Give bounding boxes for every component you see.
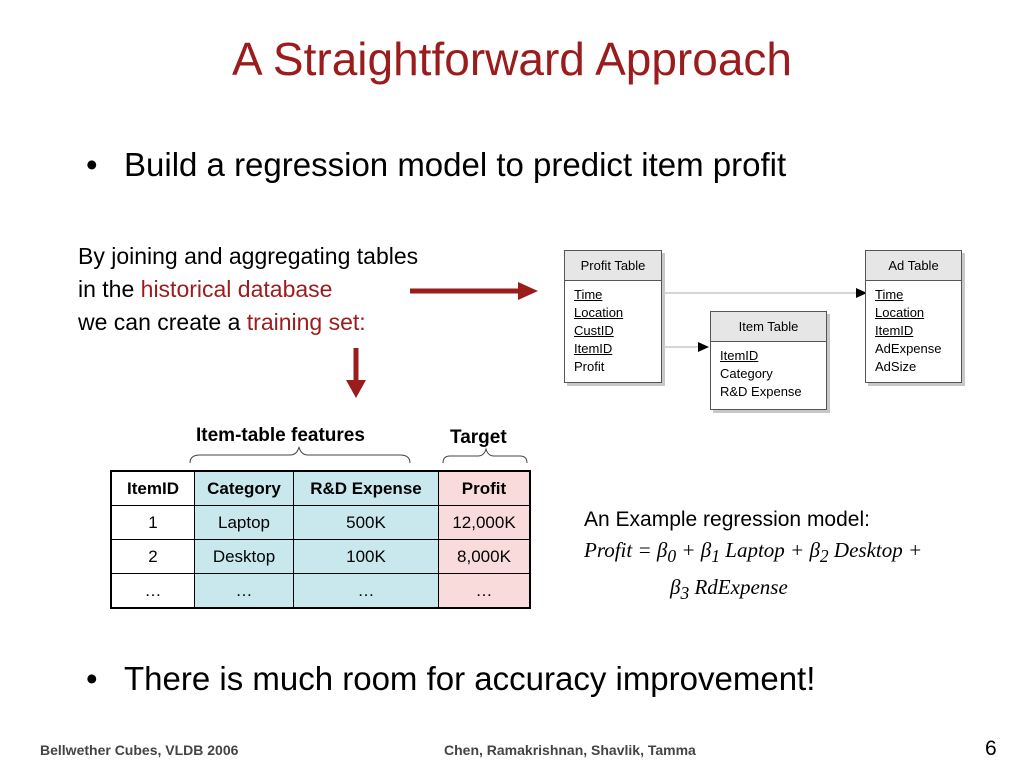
- ad-field-location: Location: [875, 305, 925, 320]
- table-cell: Desktop: [194, 539, 294, 574]
- ad-field-time: Time: [875, 287, 904, 302]
- eq-plus: +: [784, 538, 810, 562]
- eq-beta-0: β: [656, 538, 668, 562]
- features-label: Item-table features: [196, 425, 365, 446]
- table-cell: …: [293, 573, 439, 609]
- ad-field-adexpense: AdExpense: [875, 341, 942, 356]
- table-cell: 12,000K: [438, 505, 531, 540]
- table-cell: 2: [110, 539, 195, 574]
- model-equation-line-2: β3 RdExpense: [584, 572, 922, 609]
- features-brace: [189, 446, 411, 464]
- profit-field-custid: CustID: [574, 323, 614, 338]
- intro-line-2: in the historical database: [78, 273, 418, 306]
- target-label: Target: [450, 427, 507, 448]
- eq-sub-3: 3: [680, 583, 690, 604]
- table-cell: Laptop: [194, 505, 294, 540]
- eq-beta-2: β: [809, 538, 820, 562]
- eq-sub-0: 0: [667, 546, 677, 567]
- ad-field-itemid: ItemID: [875, 323, 914, 338]
- eq-beta-1: β: [700, 538, 712, 562]
- profit-field-time: Time: [574, 287, 603, 302]
- table-cell: 500K: [293, 505, 439, 540]
- eq-laptop: Laptop: [720, 538, 785, 562]
- footer-authors: Chen, Ramakrishnan, Shavlik, Tamma: [444, 742, 696, 758]
- eq-beta-3: β: [670, 575, 681, 600]
- eq-equals: =: [632, 538, 657, 562]
- model-heading: An Example regression model:: [584, 508, 870, 531]
- item-table-box: Item Table ItemID Category R&D Expense: [710, 311, 827, 410]
- table-cell: 8,000K: [438, 539, 531, 574]
- profit-field-profit: Profit: [574, 359, 605, 374]
- intro-line-1: By joining and aggregating tables: [78, 243, 419, 269]
- ad-field-adsize: AdSize: [875, 359, 917, 374]
- ad-table-box: Ad Table Time Location ItemID AdExpense …: [865, 250, 962, 383]
- intro-line-2-prefix: in the: [78, 276, 141, 302]
- profit-to-item-connector: [661, 342, 709, 352]
- bullet-text-1: Build a regression model to predict item…: [124, 146, 787, 183]
- table-cell: …: [438, 573, 531, 609]
- footer-conference: Bellwether Cubes, VLDB 2006: [40, 742, 239, 758]
- historical-database-highlight: historical database: [140, 276, 333, 302]
- header-rd-expense: R&D Expense: [293, 470, 439, 506]
- header-category: Category: [194, 470, 294, 506]
- bullet-item-2: • There is much room for accuracy improve…: [86, 660, 816, 697]
- table-cell: …: [110, 573, 195, 609]
- right-arrow-icon: [410, 282, 538, 300]
- eq-rdexpense: RdExpense: [689, 575, 788, 600]
- bullet-dot: •: [86, 146, 98, 183]
- intro-text: By joining and aggregating tables in the…: [78, 240, 418, 339]
- eq-plus: +: [902, 538, 923, 562]
- profit-to-ad-connector: [661, 288, 867, 298]
- profit-table-title: Profit Table: [565, 251, 661, 281]
- eq-sub-2: 2: [819, 546, 829, 567]
- header-profit: Profit: [438, 470, 531, 506]
- model-equation-line-1: Profit = β0 + β1 Laptop + β2 Desktop +: [584, 535, 922, 572]
- down-arrow-icon: [346, 348, 366, 398]
- table-row: 2 Desktop 100K 8,000K: [110, 539, 531, 574]
- profit-field-location: Location: [574, 305, 624, 320]
- profit-field-itemid: ItemID: [574, 341, 613, 356]
- table-cell: 100K: [293, 539, 439, 574]
- regression-model: An Example regression model: Profit = β0…: [584, 504, 922, 609]
- table-row: … … … …: [110, 573, 531, 609]
- item-field-category: Category: [720, 366, 773, 381]
- eq-profit: Profit: [584, 538, 633, 562]
- eq-sub-1: 1: [711, 546, 721, 567]
- eq-plus: +: [676, 538, 701, 562]
- target-brace: [442, 447, 528, 464]
- eq-desktop: Desktop: [828, 538, 903, 562]
- intro-line-3: we can create a training set:: [78, 306, 418, 339]
- bullet-item-1: • Build a regression model to predict ite…: [86, 146, 787, 183]
- table-header-row: ItemID Category R&D Expense Profit: [110, 470, 531, 506]
- intro-line-3-prefix: we can create a: [78, 309, 247, 335]
- bullet-dot: •: [86, 660, 98, 697]
- page-number: 6: [985, 737, 997, 760]
- table-row: 1 Laptop 500K 12,000K: [110, 505, 531, 540]
- slide-title: A Straightforward Approach: [232, 33, 792, 85]
- training-set-highlight: training set:: [246, 309, 366, 335]
- item-field-itemid: ItemID: [720, 348, 759, 363]
- header-itemid: ItemID: [110, 470, 195, 506]
- table-cell: 1: [110, 505, 195, 540]
- training-set-table: ItemID Category R&D Expense Profit 1 Lap…: [110, 470, 531, 609]
- table-cell: …: [194, 573, 294, 609]
- item-table-title: Item Table: [711, 312, 826, 342]
- profit-table-box: Profit Table Time Location CustID ItemID…: [564, 250, 662, 383]
- item-field-rd-expense: R&D Expense: [720, 384, 802, 399]
- ad-table-title: Ad Table: [866, 251, 961, 281]
- bullet-text-2: There is much room for accuracy improvem…: [124, 660, 816, 697]
